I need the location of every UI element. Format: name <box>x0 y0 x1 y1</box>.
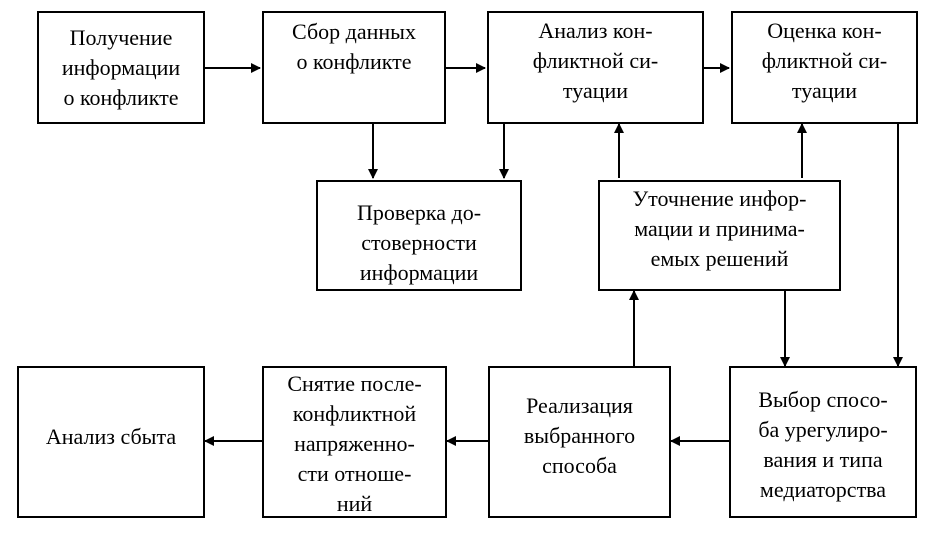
box-method-selection-label: Выбор спосо- ба урегулиро- вания и типа … <box>758 387 888 502</box>
box-receiving-info: Получение информации о конфликте <box>37 11 205 124</box>
box-tension-relief: Снятие после- конфликтной напряженно- ст… <box>262 366 447 518</box>
box-clarification: Уточнение инфор- мации и принима- емых р… <box>598 180 841 291</box>
box-data-collection: Сбор данных о конфликте <box>262 11 446 124</box>
box-clarification-label: Уточнение инфор- мации и принима- емых р… <box>632 185 807 271</box>
box-situation-assessment-label: Оценка кон- фликтной си- туации <box>761 17 888 103</box>
box-verification-label: Проверка до- стоверности информации <box>356 199 482 285</box>
box-verification: Проверка до- стоверности информации <box>316 180 522 291</box>
box-receiving-info-label: Получение информации о конфликте <box>61 24 181 110</box>
box-tension-relief-label: Снятие после- конфликтной напряженно- ст… <box>287 371 422 516</box>
box-data-collection-label: Сбор данных о конфликте <box>292 18 416 74</box>
box-implementation: Реализация выбранного способа <box>488 366 671 518</box>
box-sales-analysis-label: Анализ сбыта <box>45 424 177 449</box>
box-method-selection: Выбор спосо- ба урегулиро- вания и типа … <box>729 366 917 518</box>
box-implementation-label: Реализация выбранного способа <box>523 393 636 478</box>
box-sales-analysis: Анализ сбыта <box>17 366 205 518</box>
box-situation-analysis-label: Анализ кон- фликтной си- туации <box>532 17 659 103</box>
box-situation-assessment: Оценка кон- фликтной си- туации <box>731 11 918 124</box>
box-situation-analysis: Анализ кон- фликтной си- туации <box>487 11 704 124</box>
